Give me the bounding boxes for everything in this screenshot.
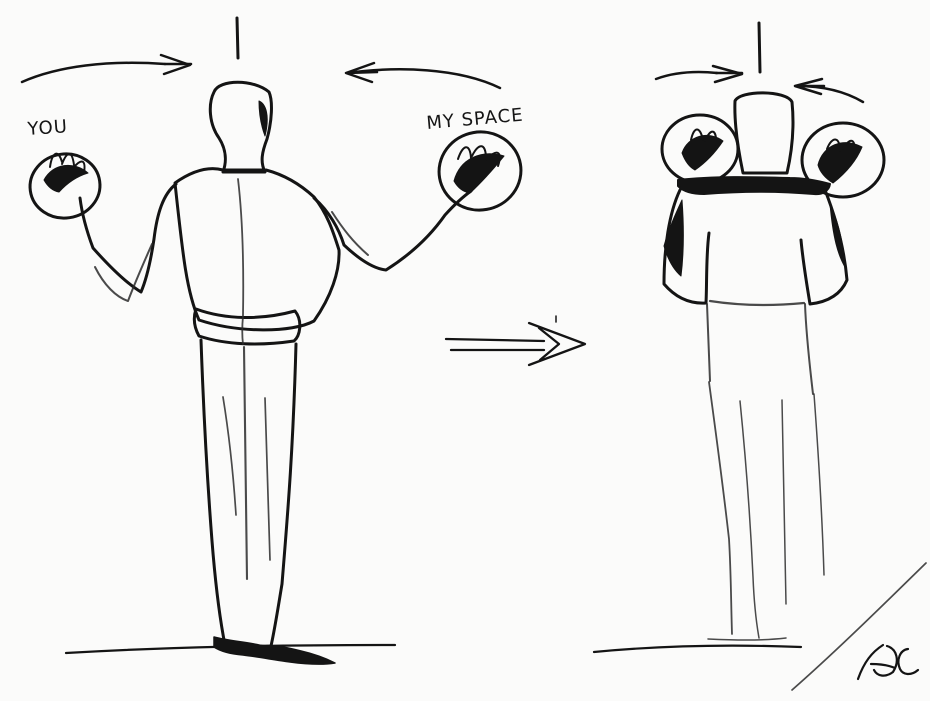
- left-hand-globe-right: [433, 125, 527, 216]
- ground-line-right: [594, 646, 801, 652]
- right-head: [735, 93, 793, 173]
- left-head-shadow: [259, 101, 267, 136]
- right-scene: [656, 23, 884, 640]
- big-arrow-right-icon: [446, 316, 585, 365]
- label-you: YOU: [26, 116, 69, 140]
- right-torso: [664, 190, 847, 304]
- signature-mark: [858, 645, 918, 679]
- label-my-space: MY SPACE: [426, 105, 525, 134]
- left-arrow-curve-left: [22, 63, 165, 82]
- right-arrow-right-icon: [713, 66, 742, 82]
- right-hand-globe-left: [662, 115, 738, 183]
- right-arrow-curve-left: [656, 72, 717, 79]
- arrow-left-icon: [346, 63, 377, 82]
- right-belt: [710, 301, 804, 305]
- left-center-tick: [237, 18, 238, 58]
- right-shoulder-bar: [678, 177, 830, 194]
- left-arm-left-inner: [95, 244, 152, 301]
- left-torso-mid-line: [238, 179, 243, 315]
- right-legs: [709, 382, 732, 634]
- left-scene: YOU MY SPACE: [22, 18, 527, 664]
- left-feet: [214, 637, 335, 664]
- left-hand-globe-left: [26, 149, 104, 222]
- right-center-tick: [759, 23, 760, 72]
- arrow-right-icon: [161, 55, 191, 74]
- right-arrow-left-icon: [795, 79, 824, 94]
- left-torso: [175, 169, 339, 330]
- left-belt: [194, 309, 300, 344]
- left-legs: [201, 340, 296, 646]
- corner-diagonal-line: [792, 563, 926, 690]
